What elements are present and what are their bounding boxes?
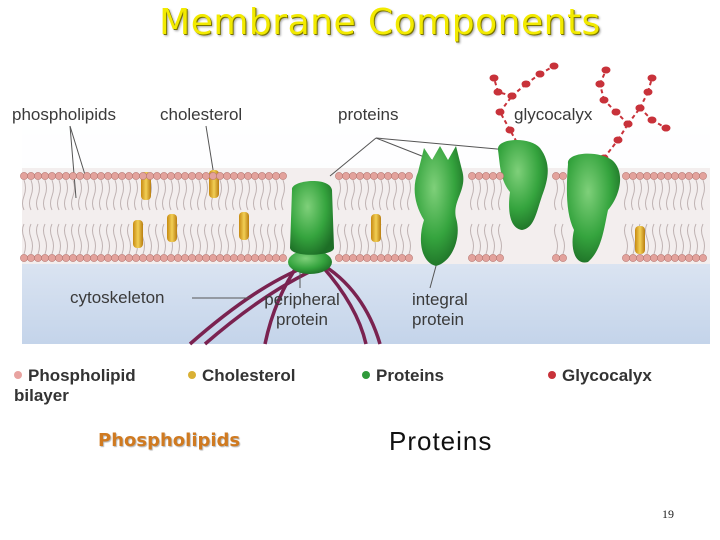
page-number: 19 [662,507,674,521]
label-peripheral-line1: peripheral [264,290,340,309]
legend-cholesterol-text: Cholesterol [202,366,296,385]
legend-dot-proteins [362,370,370,379]
legend-phospholipid-bilayer: Phospholipid bilayer [14,366,136,406]
legend-dot-phospholipid [14,370,22,379]
label-proteins: proteins [338,105,399,124]
caption-proteins: Proteins [389,426,493,456]
label-integral-line2: protein [412,310,464,329]
legend-proteins-text: Proteins [376,366,445,385]
slide-title: Membrane Components [159,2,601,43]
legend-phospholipid-line1: Phospholipid [28,366,136,385]
legend-dot-glycocalyx [548,370,556,379]
legend-cholesterol: Cholesterol [188,366,296,386]
legend-phospholipid-line2: bilayer [14,386,69,405]
leader-lines [69,125,509,299]
legend-glycocalyx-text: Glycocalyx [562,366,652,385]
label-integral-protein: integral protein [412,290,492,330]
integral-protein-2 [497,139,548,230]
label-peripheral-line2: protein [276,310,328,329]
integral-protein-3 [566,153,621,263]
peripheral-protein [288,180,334,274]
label-phospholipids: phospholipids [12,105,116,124]
glycocalyx-chains [489,62,671,162]
legend-proteins: Proteins [362,366,444,386]
legend-dot-cholesterol [188,370,196,379]
label-glycocalyx: glycocalyx [514,105,593,124]
legend-glycocalyx: Glycocalyx [548,366,652,386]
label-integral-line1: integral [412,290,468,309]
phospholipid-heads [20,172,707,262]
label-cholesterol: cholesterol [160,105,243,124]
integral-protein [414,146,464,266]
label-peripheral-protein: peripheral protein [256,290,348,330]
label-cytoskeleton: cytoskeleton [70,288,165,307]
caption-phospholipids: Phospholipids [98,430,241,451]
